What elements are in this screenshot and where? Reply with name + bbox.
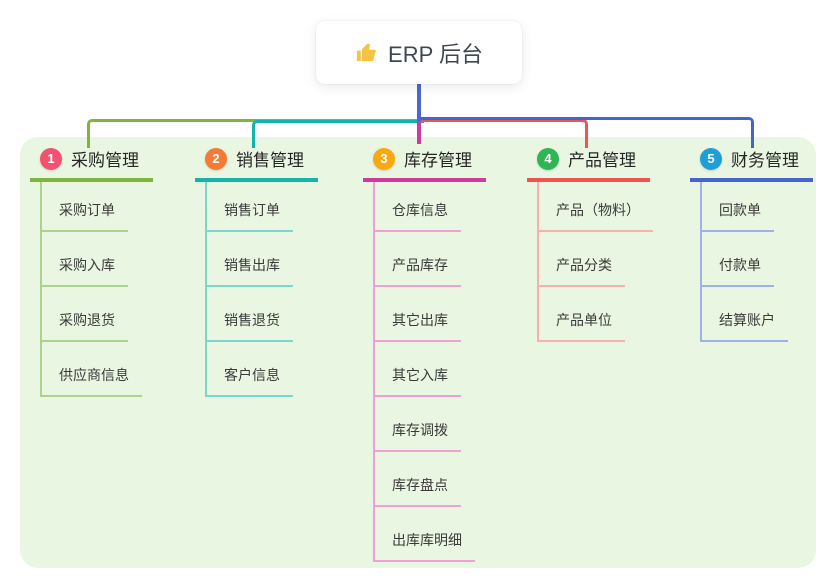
node-product-unit[interactable]: 产品单位 [539,287,625,342]
node-sales-order[interactable]: 销售订单 [207,182,293,232]
node-other-inbound[interactable]: 其它入库 [375,342,461,397]
root-label: ERP 后台 [388,41,483,67]
branch-children: 采购订单 采购入库 采购退货 供应商信息 [40,182,153,397]
connector-branch-4 [419,119,588,148]
connector-branch-5 [419,117,754,148]
branch-children: 销售订单 销售出库 销售退货 客户信息 [205,182,318,397]
badge-5: 5 [700,147,722,170]
branch-sales: 2 销售管理 销售订单 销售出库 销售退货 客户信息 [195,146,318,397]
branch-children: 仓库信息 产品库存 其它出库 其它入库 库存调拨 库存盘点 出库库明细 [373,182,486,562]
branch-title-product[interactable]: 4 产品管理 [527,146,650,182]
root-node[interactable]: ERP 后台 [316,21,522,84]
branch-title-label: 销售管理 [236,151,304,170]
node-outbound-detail[interactable]: 出库库明细 [375,507,475,562]
node-other-outbound[interactable]: 其它出库 [375,287,461,342]
node-supplier-info[interactable]: 供应商信息 [42,342,142,397]
branch-title-finance[interactable]: 5 财务管理 [690,146,813,182]
badge-1: 1 [40,147,62,170]
node-product-material[interactable]: 产品（物料） [539,182,653,232]
node-sales-outbound[interactable]: 销售出库 [207,232,293,287]
badge-3: 3 [373,147,395,170]
node-receipt-bill[interactable]: 回款单 [702,182,774,232]
branch-title-sales[interactable]: 2 销售管理 [195,146,318,182]
node-product-category[interactable]: 产品分类 [539,232,625,287]
node-settlement-account[interactable]: 结算账户 [702,287,788,342]
branch-title-purchase[interactable]: 1 采购管理 [30,146,153,182]
branches-canvas [20,137,816,568]
badge-2: 2 [205,147,227,170]
node-stock-transfer[interactable]: 库存调拨 [375,397,461,452]
node-purchase-order[interactable]: 采购订单 [42,182,128,232]
node-warehouse-info[interactable]: 仓库信息 [375,182,461,232]
branch-children: 回款单 付款单 结算账户 [700,182,813,342]
connector-branch-2 [252,120,424,148]
node-purchase-return[interactable]: 采购退货 [42,287,128,342]
branch-title-label: 采购管理 [71,151,139,170]
branch-title-label: 库存管理 [404,151,472,170]
node-purchase-inbound[interactable]: 采购入库 [42,232,128,287]
thumbs-up-icon [355,41,378,64]
node-customer-info[interactable]: 客户信息 [207,342,293,397]
branch-inventory: 3 库存管理 仓库信息 产品库存 其它出库 其它入库 库存调拨 库存盘点 出库库… [363,146,486,562]
node-sales-return[interactable]: 销售退货 [207,287,293,342]
branch-purchase: 1 采购管理 采购订单 采购入库 采购退货 供应商信息 [30,146,153,397]
branch-title-inventory[interactable]: 3 库存管理 [363,146,486,182]
branch-finance: 5 财务管理 回款单 付款单 结算账户 [690,146,813,342]
connector-branch-3 [417,121,421,144]
root-connector [417,84,421,121]
node-payment-bill[interactable]: 付款单 [702,232,774,287]
branch-product: 4 产品管理 产品（物料） 产品分类 产品单位 [527,146,653,342]
branch-title-label: 财务管理 [731,151,799,170]
badge-4: 4 [537,147,559,170]
branch-title-label: 产品管理 [568,151,636,170]
node-product-stock[interactable]: 产品库存 [375,232,461,287]
branch-children: 产品（物料） 产品分类 产品单位 [537,182,653,342]
node-stock-check[interactable]: 库存盘点 [375,452,461,507]
